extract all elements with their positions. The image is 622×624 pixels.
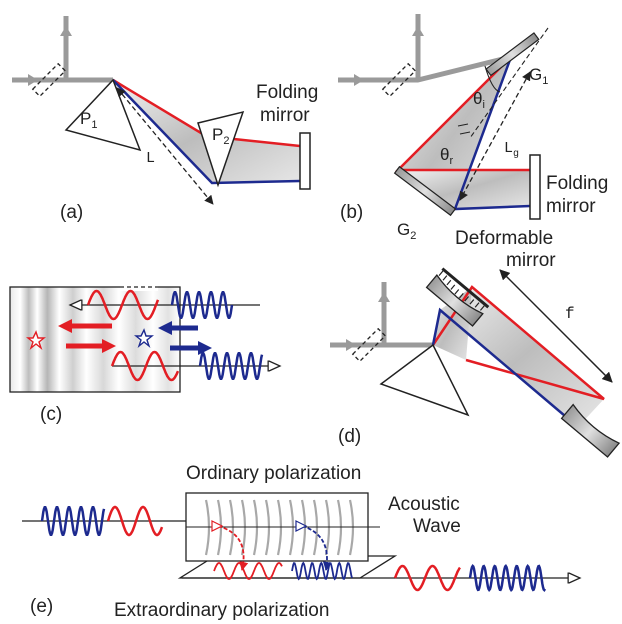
acoustic-wave-label-line2: Wave bbox=[413, 516, 461, 537]
panel-a: P1 P2 L Folding mirror (a) bbox=[12, 16, 318, 223]
actuator-array bbox=[438, 270, 485, 311]
blue-diffraction-arrow bbox=[301, 525, 332, 571]
input-red-wave bbox=[106, 505, 164, 537]
theta-i-label: θi bbox=[473, 89, 485, 111]
incoming-blue-wave bbox=[170, 290, 234, 320]
grating-length-label: Lg bbox=[504, 140, 519, 160]
dispersed-fan bbox=[113, 80, 300, 183]
panel-c: (c) bbox=[9, 283, 280, 425]
red-star-icon bbox=[26, 330, 46, 351]
mirror-label-line2: mirror bbox=[546, 196, 596, 217]
grating-g2 bbox=[393, 165, 457, 217]
output-red-wave bbox=[393, 564, 461, 592]
blue-ray bbox=[431, 307, 579, 428]
pickoff-mirror bbox=[351, 327, 387, 363]
block-gap bbox=[120, 283, 158, 291]
outgoing-red-wave bbox=[110, 350, 180, 382]
grating-length-arrow bbox=[459, 71, 531, 201]
input-arrow bbox=[354, 74, 364, 86]
length-label: L bbox=[146, 150, 155, 167]
panel-e-label: (e) bbox=[30, 596, 53, 617]
prism bbox=[379, 343, 470, 417]
panel-b: G1 G2 θi θr Lg Folding mirror (b) bbox=[338, 14, 608, 242]
ordinary-polarization-label: Ordinary polarization bbox=[186, 463, 361, 484]
theta-r-label: θr bbox=[440, 145, 453, 167]
mirror-label-line1: Folding bbox=[546, 173, 608, 194]
blue-reflect-arrow-left-head bbox=[158, 321, 172, 335]
input-arrow bbox=[28, 74, 38, 86]
mirror-label-line2: mirror bbox=[260, 105, 310, 126]
input-beam bbox=[338, 54, 512, 83]
blue-star-icon bbox=[134, 328, 154, 349]
incoming-red-wave bbox=[86, 289, 160, 321]
parallel-marks bbox=[457, 123, 471, 135]
deformable-mirror bbox=[425, 274, 484, 327]
grating-g2-label: G2 bbox=[397, 220, 416, 242]
output-arrow bbox=[378, 292, 390, 302]
prism-p2-label: P2 bbox=[212, 125, 229, 147]
panel-d: f Deformable mirror (d) bbox=[330, 228, 621, 458]
folding-mirror bbox=[299, 132, 311, 190]
focal-length-arrow bbox=[499, 269, 613, 383]
red-open-marker bbox=[211, 520, 224, 532]
curved-mirror bbox=[560, 403, 621, 458]
folding-mirror bbox=[529, 154, 541, 220]
blue-reflect-arrow-right-head bbox=[198, 341, 212, 355]
red-reflect-arrow-left-head bbox=[58, 319, 72, 333]
mirror-label-line2: mirror bbox=[506, 250, 556, 271]
mirror-label-line1: Folding bbox=[256, 82, 318, 103]
input-arrow bbox=[346, 339, 356, 351]
red-reflect-arrow-right-head bbox=[102, 339, 116, 353]
focal-length-label: f bbox=[565, 305, 575, 323]
output-arrow bbox=[60, 26, 72, 36]
panel-a-label: (a) bbox=[60, 202, 83, 223]
blue-open-marker bbox=[295, 520, 308, 532]
output-arrow bbox=[412, 26, 424, 36]
grating-g1-label: G1 bbox=[529, 65, 548, 87]
panel-e: Ordinary polarization Acoustic Wave Extr… bbox=[22, 463, 580, 621]
crystal-blue-wave bbox=[291, 561, 353, 581]
panel-d-label: (d) bbox=[338, 426, 361, 447]
acoustic-wave-label-line1: Acoustic bbox=[388, 494, 460, 515]
mirror-label-line1: Deformable bbox=[455, 228, 553, 249]
outgoing-blue-wave bbox=[198, 351, 264, 381]
input-blue-wave bbox=[40, 505, 106, 537]
prism-p1-label: P1 bbox=[80, 109, 97, 131]
red-diffraction-arrow bbox=[217, 525, 249, 571]
actuator-base bbox=[441, 267, 490, 309]
length-arrow bbox=[116, 87, 214, 205]
crystal-red-wave bbox=[213, 562, 283, 580]
extraordinary-polarization-label: Extraordinary polarization bbox=[114, 600, 329, 621]
panel-c-label: (c) bbox=[40, 404, 62, 425]
panel-b-label: (b) bbox=[340, 202, 363, 223]
output-blue-wave bbox=[468, 563, 547, 593]
